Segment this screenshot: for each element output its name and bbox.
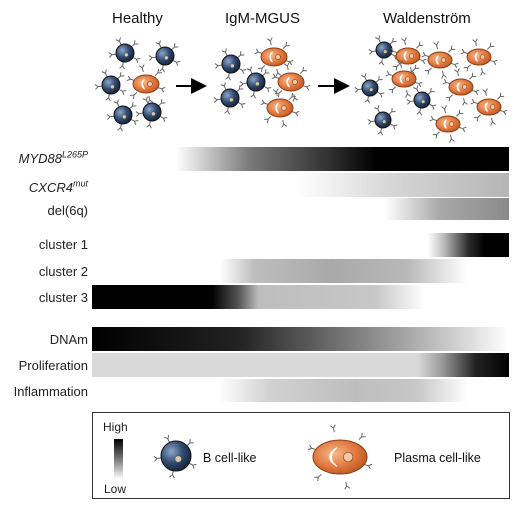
- row-label-dnam: DNAm: [49, 332, 88, 347]
- row-label-cxcr4: CXCR4mut: [28, 179, 88, 196]
- stage-waldenstrom: Waldenström: [383, 10, 471, 27]
- bar-inflammation: [218, 379, 468, 402]
- stage-healthy: Healthy: [112, 10, 163, 27]
- legend-box: [92, 412, 510, 499]
- b-cell-icon: [368, 35, 399, 66]
- row-label-cluster1: cluster 1: [38, 237, 88, 252]
- bar-del6q: [384, 198, 509, 220]
- row-label-cluster2: cluster 2: [38, 264, 88, 279]
- row-label-cluster3: cluster 3: [38, 290, 88, 305]
- plasma-cell-icon: [460, 38, 498, 76]
- plasma-cell-icon: [442, 68, 480, 106]
- bar-cluster3: [92, 285, 425, 309]
- row-label-myd88: MYD88L265P: [18, 150, 88, 167]
- row-label-proliferation: Proliferation: [18, 358, 88, 373]
- legend-high-label: High: [103, 420, 128, 434]
- b-cell-icon: [354, 73, 385, 104]
- plasma-cell-icon: [470, 88, 508, 126]
- bar-dnam: [92, 327, 509, 351]
- plasma-cell-icon: [421, 41, 459, 79]
- b-cell-icon: [213, 82, 246, 115]
- bar-cluster2: [220, 259, 468, 283]
- b-cell-icon: [367, 105, 398, 136]
- b-cell-icon: [94, 69, 127, 102]
- plasma-cell-icon: [254, 37, 294, 77]
- row-label-inflammation: Inflammation: [13, 384, 88, 399]
- legend-gradient-scale: [114, 439, 123, 479]
- b-cell-icon: [148, 40, 181, 73]
- legend-b-cell-label: B cell-like: [203, 451, 257, 465]
- bar-cluster1: [428, 233, 509, 257]
- b-cell-icon: [239, 66, 272, 99]
- b-cell-icon: [153, 434, 197, 479]
- row-label-del6q: del(6q): [47, 203, 88, 218]
- plasma-cell-icon: [126, 64, 166, 104]
- b-cell-icon: [106, 99, 139, 132]
- cell-illustration: [94, 35, 508, 143]
- plasma-cell-icon: [260, 88, 300, 128]
- bar-myd88: [176, 147, 509, 171]
- b-cell-icon: [214, 48, 247, 81]
- b-cell-icon: [108, 37, 141, 70]
- legend-plasma-cell-label: Plasma cell-like: [394, 451, 481, 465]
- plasma-cell-icon: [385, 60, 423, 98]
- plasma-cell-icon: [389, 37, 427, 75]
- stage-igm-mgus: IgM-MGUS: [225, 10, 300, 27]
- plasma-cell-icon: [307, 424, 373, 490]
- b-cell-icon: [406, 85, 437, 116]
- b-cell-icon: [135, 96, 168, 129]
- legend-low-label: Low: [104, 482, 127, 496]
- bar-cxcr4: [296, 173, 509, 197]
- plasma-cell-icon: [429, 105, 467, 143]
- bar-proliferation: [92, 353, 509, 377]
